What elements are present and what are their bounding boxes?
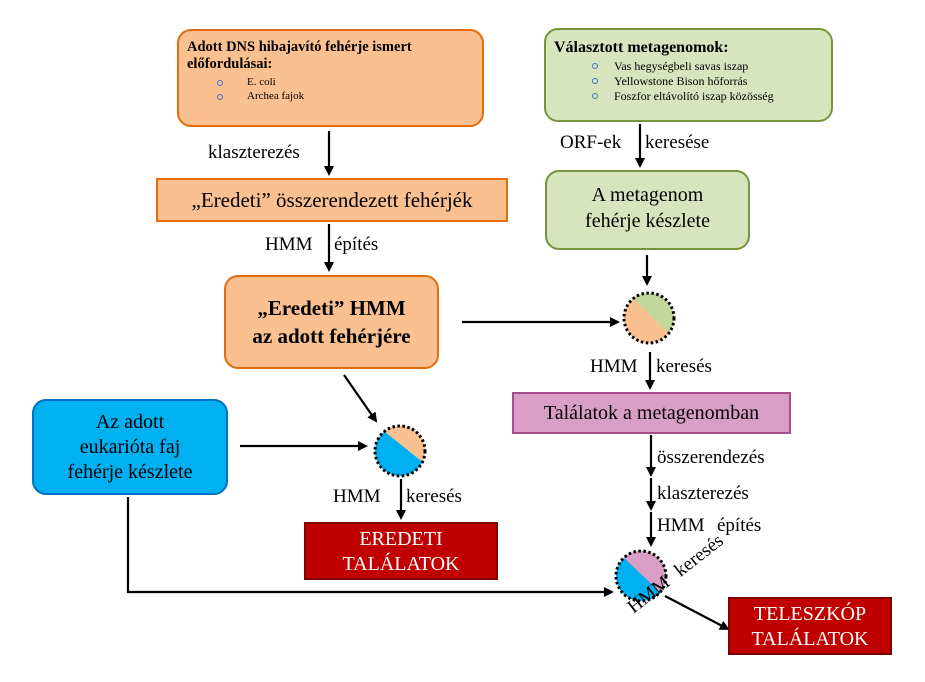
metagenome-item: Yellowstone Bison hőforrás xyxy=(592,74,823,89)
search-circle-metagenome xyxy=(622,291,676,345)
chosen-metagenomes-box: Választott metagenomok: Vas hegységbeli … xyxy=(544,28,833,122)
telescope-hits-box: TELESZKÓP TALÁLATOK xyxy=(728,597,892,655)
label-hmm-build-right-action: építés xyxy=(717,515,762,536)
metagenome-item: Vas hegységbeli savas iszap xyxy=(592,59,823,74)
original-hits-box: EREDETI TALÁLATOK xyxy=(304,522,498,580)
label-orf-search-orf: ORF-ek xyxy=(560,132,622,153)
arrow-hmm-to-circle2 xyxy=(343,374,378,423)
label-hmm-build-right-hmm: HMM xyxy=(657,515,705,536)
metagenomes-box-title: Választott metagenomok: xyxy=(554,39,729,56)
metagenome-hits-box: Találatok a metagenomban xyxy=(512,392,791,434)
bullet-icon xyxy=(217,79,223,86)
original-hmm-box: „Eredeti” HMM az adott fehérjére xyxy=(224,275,439,369)
dns-box-title: Adott DNS hibajavító fehérje ismert előf… xyxy=(187,39,412,73)
bullet-icon xyxy=(592,78,598,85)
search-circle-eukaryote xyxy=(373,424,427,478)
label-orf-search-action: keresése xyxy=(645,132,710,153)
label-clustering-left: klaszterezés xyxy=(208,142,300,163)
label-hmm-search-left-action: keresés xyxy=(406,486,462,507)
arrow-eukaryote-to-circle3 xyxy=(126,497,614,597)
label-hmm-build-left-hmm: HMM xyxy=(265,234,313,255)
eukaryote-proteins-box: Az adott eukarióta faj fehérje készlete xyxy=(32,399,228,495)
label-hmm-build-left-action: építés xyxy=(334,234,379,255)
dns-protein-occurrences-box: Adott DNS hibajavító fehérje ismert előf… xyxy=(177,29,484,127)
label-hmm-search-left-hmm: HMM xyxy=(333,486,381,507)
bullet-icon xyxy=(217,93,223,100)
label-alignment: összerendezés xyxy=(657,447,765,468)
aligned-proteins-box: „Eredeti” összerendezett fehérjék xyxy=(156,178,508,222)
bullet-icon xyxy=(592,63,598,70)
bullet-icon xyxy=(592,93,598,100)
label-hmm-search-mid-action: keresés xyxy=(656,356,712,377)
dns-item: E. coli xyxy=(217,76,474,90)
label-clustering-right: klaszterezés xyxy=(657,483,749,504)
arrow-hmm-search-diag xyxy=(664,595,730,630)
metagenome-item: Foszfor eltávolító iszap közösség xyxy=(592,89,823,104)
label-hmm-search-mid-hmm: HMM xyxy=(590,356,638,377)
dns-item: Archea fajok xyxy=(217,90,474,104)
metagenome-proteins-box: A metagenom fehérje készlete xyxy=(545,170,750,250)
